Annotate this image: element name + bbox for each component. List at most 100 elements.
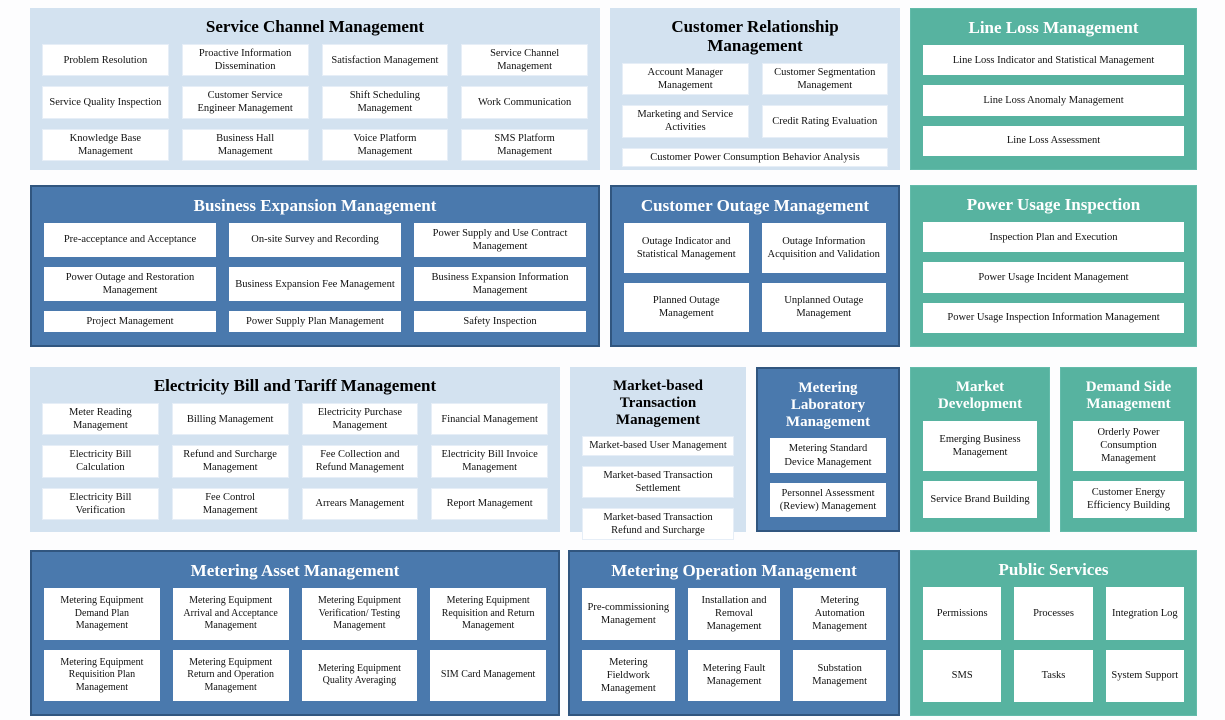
module-box: Business Hall Management xyxy=(181,128,309,161)
module-box: Knowledge Base Management xyxy=(42,128,169,161)
module-box: Business Expansion Information Managemen… xyxy=(414,267,586,302)
panel-business-expansion-management: Business Expansion Management Pre-accept… xyxy=(30,185,600,347)
module-grid: Account Manager Management Customer Segme… xyxy=(622,63,888,167)
module-box: Satisfaction Management xyxy=(321,44,449,77)
module-box: Account Manager Management xyxy=(622,63,749,96)
module-box: Integration Log xyxy=(1105,587,1184,640)
module-box: Marketing and Service Activities xyxy=(622,105,749,138)
panel-title: Market-based Transaction Management xyxy=(613,378,703,428)
module-box: Metering Automation Management xyxy=(793,588,886,640)
module-box: Shift Scheduling Management xyxy=(321,86,449,119)
module-box: Power Supply and Use Contract Management xyxy=(414,223,586,258)
module-box: Metering Equipment Arrival and Acceptanc… xyxy=(172,588,289,640)
panel-title: Metering Asset Management xyxy=(190,561,400,580)
module-box: Market-based User Management xyxy=(582,436,734,456)
module-box: Billing Management xyxy=(171,403,289,436)
panel-line-loss-management: Line Loss Management Line Loss Indicator… xyxy=(910,8,1197,170)
panel-demand-side-management: Demand Side Management Orderly Power Con… xyxy=(1060,367,1197,532)
module-box: Metering Fault Management xyxy=(687,649,781,701)
module-box: Planned Outage Management xyxy=(624,282,749,332)
panel-power-usage-inspection: Power Usage Inspection Inspection Plan a… xyxy=(910,185,1197,347)
module-box: Fee Collection and Refund Management xyxy=(301,445,419,478)
module-box: On-site Survey and Recording xyxy=(229,223,401,258)
module-box: Installation and Removal Management xyxy=(687,588,781,640)
module-box: Pre-acceptance and Acceptance xyxy=(44,223,216,258)
module-box: Customer Segmentation Management xyxy=(761,63,888,96)
module-box: SIM Card Management xyxy=(430,649,546,701)
panel-service-channel-management: Service Channel Management Problem Resol… xyxy=(30,8,600,170)
panel-title: Public Services xyxy=(998,560,1109,579)
module-box: Processes xyxy=(1014,587,1093,640)
module-box: Credit Rating Evaluation xyxy=(761,105,888,138)
module-box: Metering Equipment Requisition and Retur… xyxy=(430,588,546,640)
module-box: System Support xyxy=(1105,649,1184,702)
module-box: Electricity Purchase Management xyxy=(301,403,419,436)
module-box: Outage Indicator and Statistical Managem… xyxy=(624,223,749,273)
module-box: Substation Management xyxy=(793,649,886,701)
panel-title: Metering Operation Management xyxy=(611,561,857,580)
module-box: Market-based Transaction Refund and Surc… xyxy=(582,507,734,541)
module-box: Electricity Bill Calculation xyxy=(42,445,159,478)
module-box: Proactive Information Dissemination xyxy=(181,44,309,77)
module-box: Metering Fieldwork Management xyxy=(582,649,675,701)
module-grid: Meter Reading Management Billing Manageme… xyxy=(42,403,548,520)
module-box: Outage Information Acquisition and Valid… xyxy=(761,223,886,273)
module-box: Metering Equipment Verification/ Testing… xyxy=(301,588,418,640)
module-box: SMS xyxy=(923,649,1002,702)
module-box: Power Supply Plan Management xyxy=(229,311,401,332)
module-box: Fee Control Management xyxy=(171,487,289,520)
module-box: Power Usage Incident Management xyxy=(923,262,1184,293)
panel-title: Customer Outage Management xyxy=(640,196,870,215)
module-box: Line Loss Anomaly Management xyxy=(923,85,1184,116)
module-box: Electricity Bill Verification xyxy=(42,487,159,520)
panel-title: Service Channel Management xyxy=(205,17,425,36)
module-box: Financial Management xyxy=(431,403,548,436)
module-box: Service Channel Management xyxy=(461,44,588,77)
module-box: Line Loss Assessment xyxy=(923,125,1184,156)
panel-title: Electricity Bill and Tariff Management xyxy=(153,376,437,395)
module-box: Inspection Plan and Execution xyxy=(923,222,1184,253)
module-box: Unplanned Outage Management xyxy=(761,282,886,332)
module-box: Work Communication xyxy=(461,86,588,119)
module-box: Meter Reading Management xyxy=(42,403,159,436)
module-box: Report Management xyxy=(431,487,548,520)
panel-metering-operation-management: Metering Operation Management Pre-commis… xyxy=(568,550,900,716)
panel-metering-laboratory-management: Metering Laboratory Management Metering … xyxy=(756,367,900,532)
module-box: Personnel Assessment (Review) Management xyxy=(770,482,886,517)
panel-market-development: Market Development Emerging Business Man… xyxy=(910,367,1050,532)
module-box: Metering Equipment Return and Operation … xyxy=(172,649,289,701)
module-box: Metering Equipment Requisition Plan Mana… xyxy=(44,649,160,701)
module-grid: Outage Indicator and Statistical Managem… xyxy=(624,223,886,332)
module-box: Service Quality Inspection xyxy=(42,86,169,119)
panel-metering-asset-management: Metering Asset Management Metering Equip… xyxy=(30,550,560,716)
module-box: Safety Inspection xyxy=(414,311,586,332)
module-box: Customer Service Engineer Management xyxy=(181,86,309,119)
module-box: Pre-commissioning Management xyxy=(582,588,675,640)
module-box: Customer Power Consumption Behavior Anal… xyxy=(622,147,888,167)
module-box: Line Loss Indicator and Statistical Mana… xyxy=(923,45,1184,76)
module-box: Emerging Business Management xyxy=(923,420,1037,471)
module-box: Metering Standard Device Management xyxy=(770,438,886,473)
module-box: Refund and Surcharge Management xyxy=(171,445,289,478)
module-box: Power Outage and Restoration Management xyxy=(44,267,216,302)
panel-customer-outage-management: Customer Outage Management Outage Indica… xyxy=(610,185,900,347)
panel-title: Power Usage Inspection xyxy=(966,195,1141,214)
panel-electricity-bill-tariff-management: Electricity Bill and Tariff Management M… xyxy=(30,367,560,532)
module-grid: Pre-acceptance and Acceptance On-site Sur… xyxy=(44,223,586,332)
module-box: Electricity Bill Invoice Management xyxy=(431,445,548,478)
module-grid: Line Loss Indicator and Statistical Mana… xyxy=(923,45,1184,156)
module-box: Orderly Power Consumption Management xyxy=(1073,420,1184,471)
panel-title: Metering Laboratory Management xyxy=(785,380,871,430)
panel-market-based-transaction-management: Market-based Transaction Management Mark… xyxy=(570,367,746,541)
module-box: Business Expansion Fee Management xyxy=(229,267,401,302)
